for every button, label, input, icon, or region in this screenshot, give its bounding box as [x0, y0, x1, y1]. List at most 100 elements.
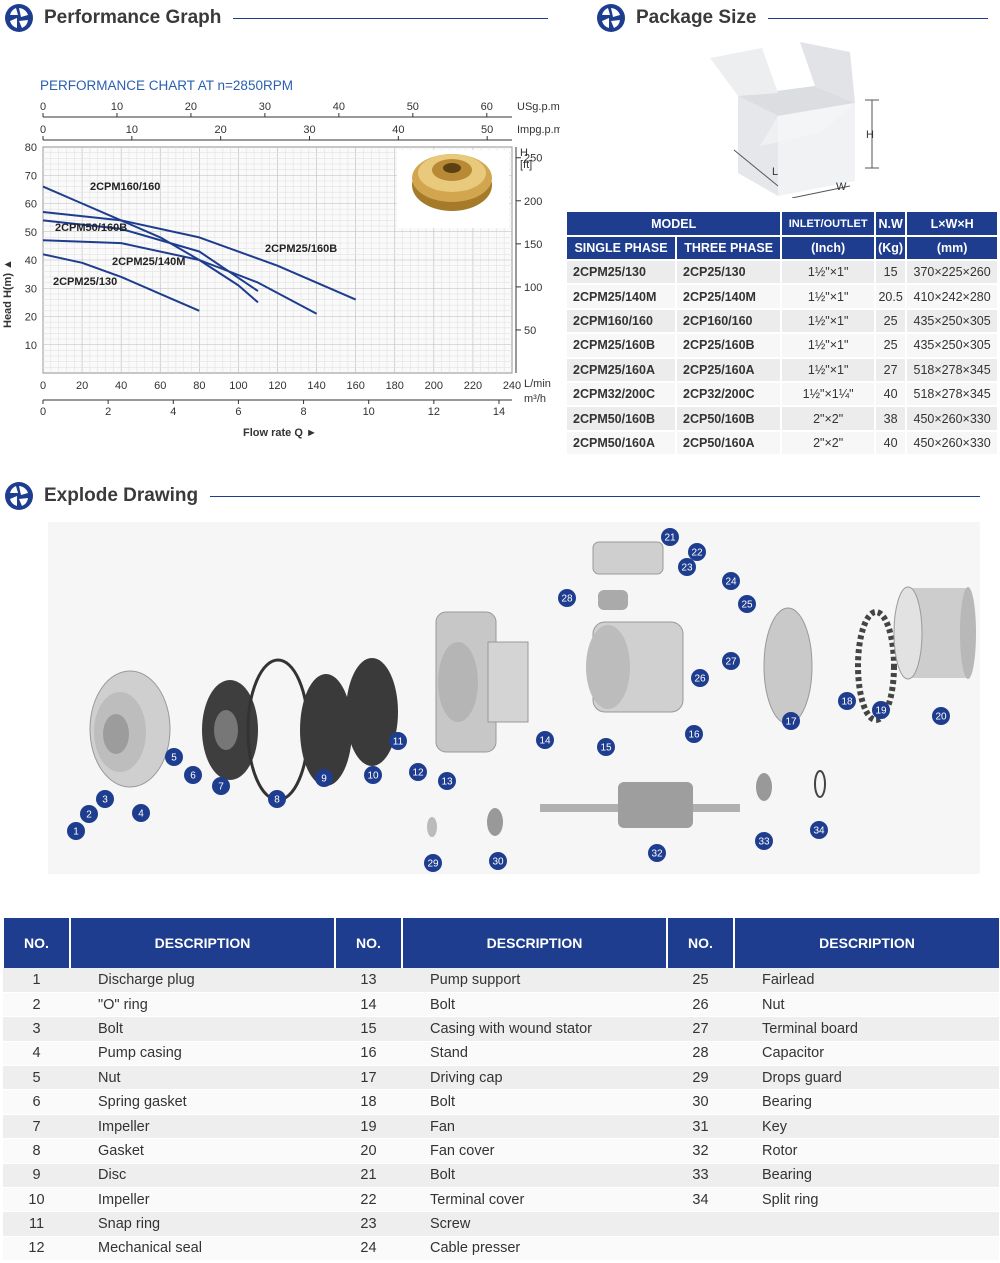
- m3h-tick-label: 2: [105, 406, 111, 418]
- fan-cover-part: [893, 586, 976, 680]
- callout-number: 1: [73, 827, 79, 838]
- usgpm-unit-label: USg.p.m: [517, 101, 560, 113]
- impgpm-tick-label: 50: [481, 124, 493, 136]
- part-number: 11: [3, 1211, 70, 1237]
- part-number: 16: [335, 1041, 402, 1067]
- dims-cell: 435×250×305: [906, 333, 999, 359]
- series-label: 2CPM25/160B: [265, 243, 337, 255]
- callout-number: 20: [935, 712, 947, 723]
- part-number: 26: [667, 992, 734, 1018]
- callout-number: 19: [875, 706, 887, 717]
- model-three-cell: 2CP25/130: [676, 260, 783, 286]
- header-no: NO.: [666, 918, 734, 968]
- part-description: Impeller: [70, 1114, 335, 1140]
- impgpm-tick-label: 30: [303, 124, 315, 136]
- weight-cell: 40: [874, 430, 908, 457]
- stator-casing-part: [586, 621, 684, 713]
- m3h-unit-label: m³/h: [524, 393, 546, 405]
- part-number: 13: [335, 968, 402, 993]
- part-number: 21: [335, 1163, 402, 1189]
- callout-number: 21: [664, 533, 676, 544]
- callout-badge: [268, 790, 286, 808]
- part-description: Terminal cover: [402, 1187, 667, 1213]
- callout-number: 17: [785, 717, 797, 728]
- package-size-table: MODEL INLET/OUTLET N.W L×W×H SINGLE PHAS…: [567, 212, 999, 457]
- part-description: Nut: [70, 1065, 335, 1091]
- inlet-cell: 1½"×1¼": [781, 381, 876, 408]
- m3h-tick-label: 0: [40, 406, 46, 418]
- callout-badge: [438, 772, 456, 790]
- part-number: 31: [667, 1114, 734, 1140]
- impgpm-tick-label: 10: [126, 124, 138, 136]
- callout-badge: [691, 669, 709, 687]
- model-three-cell: 2CP32/200C: [676, 381, 783, 408]
- callout-badge: [558, 589, 576, 607]
- terminal-cover-part: [592, 541, 664, 575]
- dims-cell: 518×278×345: [906, 357, 999, 383]
- part-number: 25: [667, 968, 734, 993]
- header-inlet: INLET/OUTLET: [781, 212, 876, 237]
- header-dims: L×W×H: [906, 212, 999, 237]
- section-divider: [768, 17, 989, 19]
- bearing-part: [756, 773, 772, 801]
- callout-badge: [184, 766, 202, 784]
- part-number: 27: [667, 1016, 734, 1042]
- m3h-tick-label: 10: [363, 406, 375, 418]
- callout-number: 33: [758, 837, 770, 848]
- callout-badge: [678, 558, 696, 576]
- split-ring-part: [814, 770, 826, 798]
- model-single-cell: 2CPM25/160A: [567, 357, 677, 383]
- callout-badge: [810, 821, 828, 839]
- callout-badge: [722, 652, 740, 670]
- weight-cell: 38: [874, 406, 908, 432]
- model-single-cell: 2CPM25/140M: [567, 284, 677, 310]
- x-tick-label: 240: [503, 380, 521, 392]
- part-number: 18: [335, 1089, 402, 1115]
- model-three-cell: 2CP50/160A: [676, 430, 783, 457]
- brand-logo-icon: [5, 4, 33, 32]
- inlet-cell: 1½"×1": [781, 284, 876, 310]
- part-description: Nut: [734, 992, 999, 1018]
- header-description: DESCRIPTION: [733, 918, 999, 968]
- part-description: Bolt: [70, 1016, 335, 1042]
- callout-badge: [838, 692, 856, 710]
- inlet-cell: 1½"×1": [781, 357, 876, 383]
- series-label: 2CPM50/160B: [55, 222, 127, 234]
- part-description: Drops guard: [734, 1065, 999, 1091]
- callout-badge: [722, 572, 740, 590]
- callout-number: 29: [427, 859, 439, 870]
- performance-chart: PERFORMANCE CHART AT n=2850RPM 102030405…: [2, 78, 560, 439]
- part-description: Rotor: [734, 1138, 999, 1164]
- part-number: 15: [335, 1016, 402, 1042]
- dims-cell: 435×250×305: [906, 308, 999, 335]
- model-single-cell: 2CPM25/130: [567, 260, 677, 286]
- part-description: [734, 1211, 999, 1237]
- inlet-cell: 1½"×1": [781, 260, 876, 286]
- header-no: NO.: [334, 918, 402, 968]
- callout-badge: [67, 822, 85, 840]
- callout-badge: [165, 748, 183, 766]
- right-axis-label: H: [520, 147, 528, 159]
- part-description: "O" ring: [70, 992, 335, 1018]
- x-tick-label: 180: [386, 380, 404, 392]
- callout-number: 2: [86, 810, 92, 821]
- dims-cell: 518×278×345: [906, 381, 999, 408]
- x-axis-label: Flow rate Q ►: [243, 427, 317, 439]
- m3h-tick-label: 14: [493, 406, 505, 418]
- callout-number: 5: [171, 753, 177, 764]
- model-single-cell: 2CPM50/160A: [567, 430, 677, 457]
- callout-number: 14: [539, 736, 551, 747]
- usgpm-tick-label: 10: [111, 101, 123, 113]
- section-title: Explode Drawing: [44, 485, 199, 506]
- model-three-cell: 2CP50/160B: [676, 406, 783, 432]
